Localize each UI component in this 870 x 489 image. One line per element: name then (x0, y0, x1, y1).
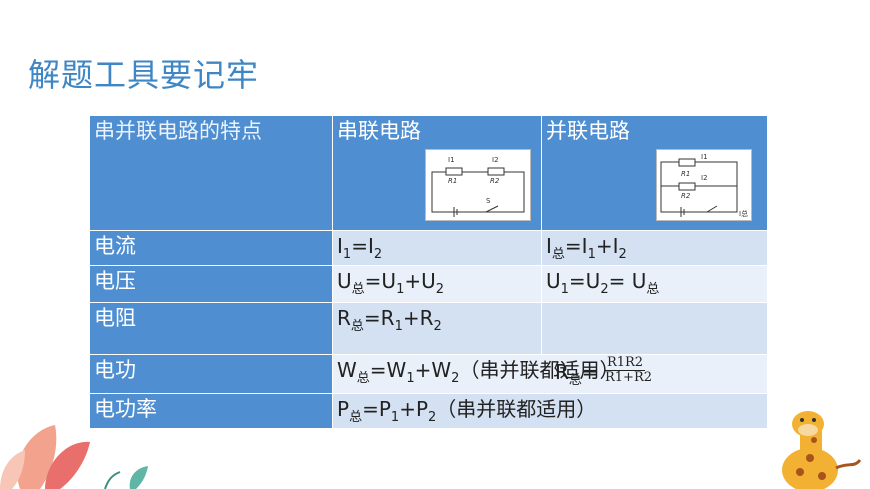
header-features: 串并联电路的特点 (89, 115, 333, 231)
table-row: 电阻 R总=R1+R2 (89, 302, 768, 355)
parallel-voltage-formula: U1=U2= U总 (541, 265, 768, 303)
parallel-resistance-overlay: R总= (555, 360, 599, 388)
diagram-label-i2: I2 (492, 156, 499, 164)
header-series-label: 串联电路 (337, 119, 421, 143)
series-voltage-formula: U总=U1+U2 (332, 265, 542, 303)
slide-title: 解题工具要记牢 (28, 56, 260, 94)
parallel-resistance-fraction: R1R2 R1+R2 (605, 355, 653, 385)
series-current-formula: I1=I2 (332, 230, 542, 266)
row-label-current: 电流 (89, 230, 333, 266)
header-series: 串联电路 I1 I2 R1 R2 S (332, 115, 542, 231)
circuit-comparison-table: 串并联电路的特点 串联电路 I1 I2 R1 R2 S 并联电路 (89, 115, 768, 429)
header-parallel: 并联电路 I1 R1 I2 R2 I总 (541, 115, 768, 231)
table-row: 电功率 P总=P1+P2（串并联都适用） (89, 393, 768, 429)
parallel-resistance-formula (541, 302, 768, 355)
parallel-circuit-diagram: I1 R1 I2 R2 I总 (656, 149, 752, 221)
diagram-label-i1: I1 (701, 153, 708, 161)
work-formula: W总=W1+W2（串并联都适用） R总= R1R2 R1+R2 (332, 354, 768, 394)
row-label-work: 电功 (89, 354, 333, 394)
table-header-row: 串并联电路的特点 串联电路 I1 I2 R1 R2 S 并联电路 (89, 115, 768, 231)
table-row: 电功 W总=W1+W2（串并联都适用） R总= R1R2 R1+R2 (89, 354, 768, 394)
diagram-label-r1: R1 (448, 177, 457, 185)
giraffe-illustration (782, 411, 862, 489)
series-resistance-formula: R总=R1+R2 (332, 302, 542, 355)
diagram-label-itotal: I总 (739, 209, 748, 218)
diagram-label-i2: I2 (701, 174, 708, 182)
table-row: 电流 I1=I2 I总=I1+I2 (89, 230, 768, 266)
power-formula: P总=P1+P2（串并联都适用） (332, 393, 768, 429)
diagram-label-s: S (486, 197, 491, 205)
row-label-power: 电功率 (89, 393, 333, 429)
row-label-voltage: 电压 (89, 265, 333, 303)
leaf-decoration (0, 425, 148, 489)
diagram-label-r1: R1 (681, 170, 690, 178)
row-label-resistance: 电阻 (89, 302, 333, 355)
diagram-label-r2: R2 (681, 192, 691, 200)
header-parallel-label: 并联电路 (546, 119, 630, 143)
table-row: 电压 U总=U1+U2 U1=U2= U总 (89, 265, 768, 303)
diagram-label-i1: I1 (448, 156, 455, 164)
series-circuit-diagram: I1 I2 R1 R2 S (425, 149, 531, 221)
parallel-current-formula: I总=I1+I2 (541, 230, 768, 266)
diagram-label-r2: R2 (490, 177, 500, 185)
